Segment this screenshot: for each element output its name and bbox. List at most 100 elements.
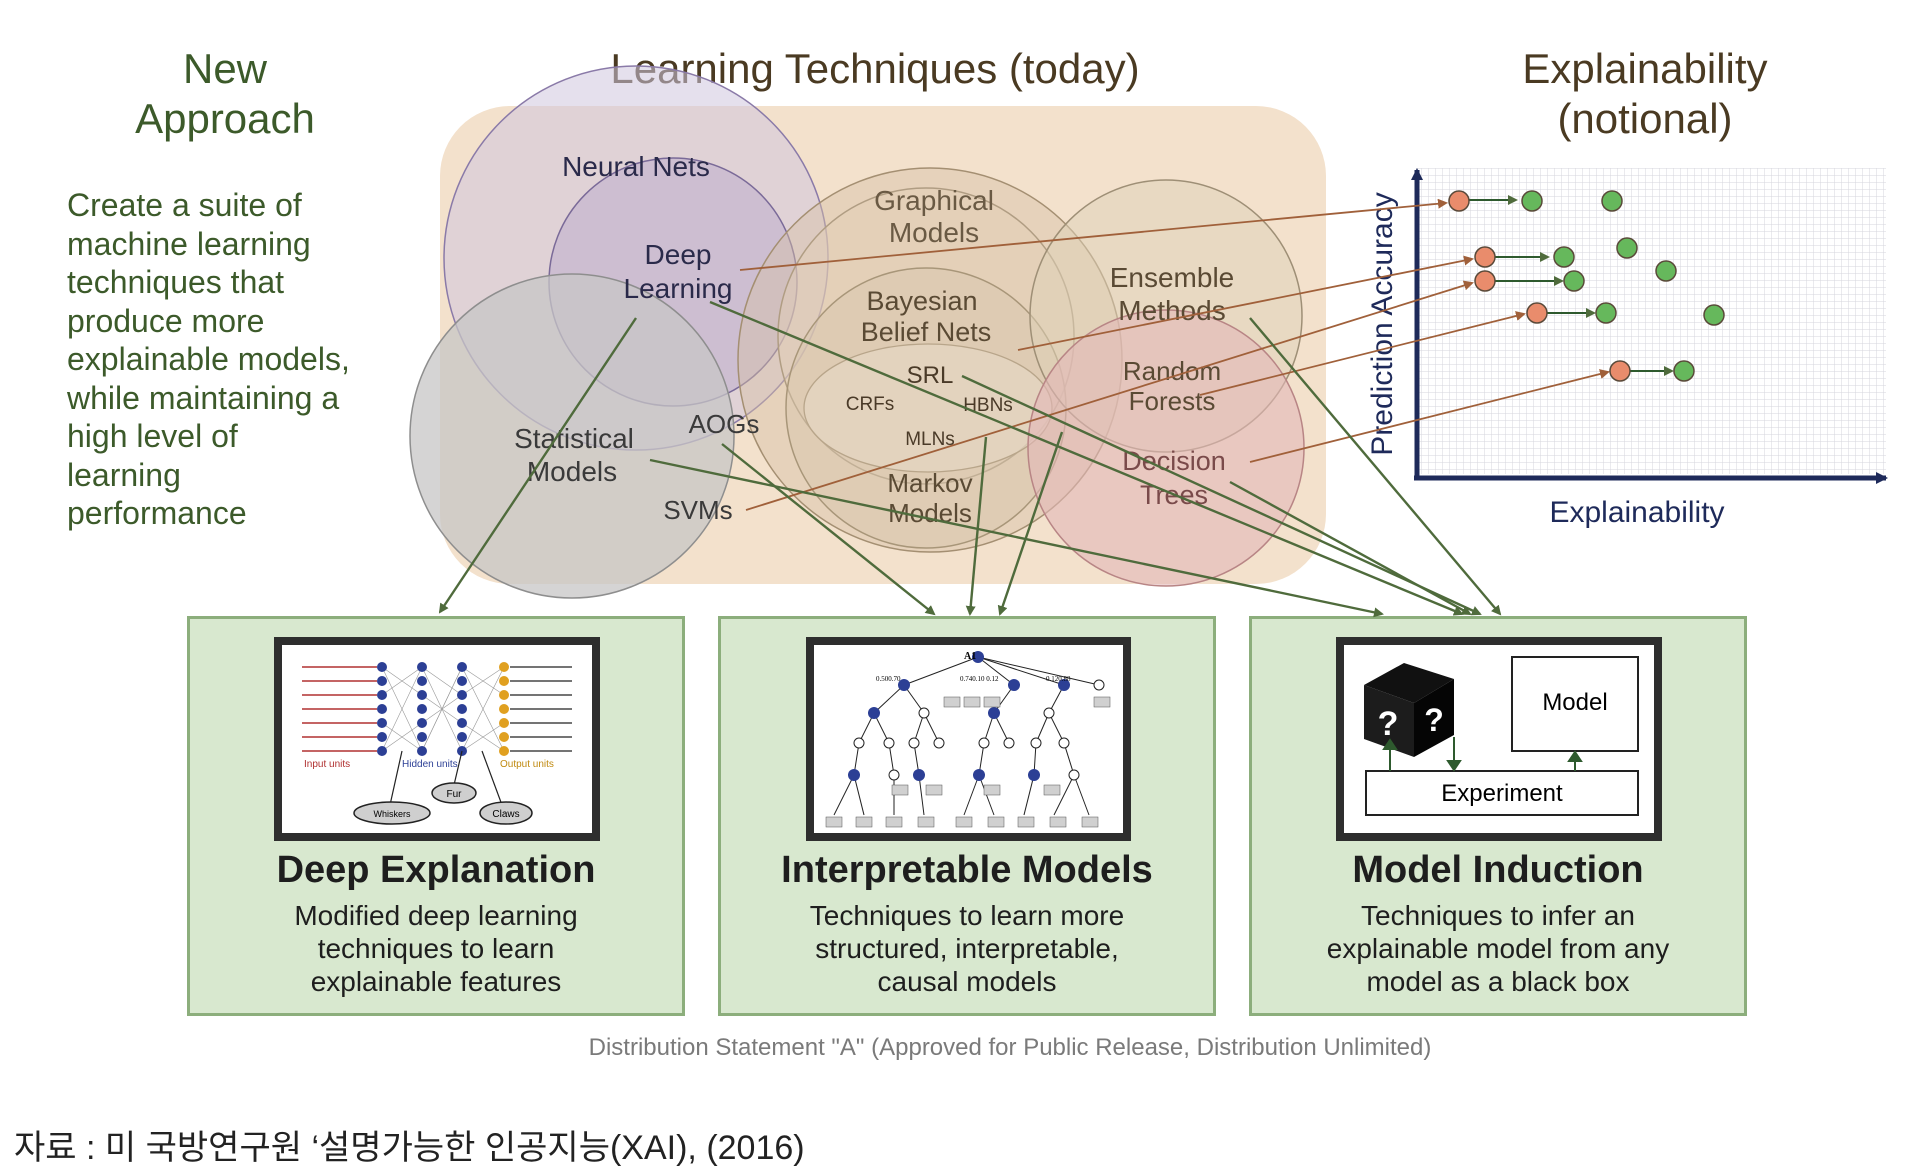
decision-trees-to-induction-arrow bbox=[1229, 480, 1472, 616]
ensemble-to-induction-arrow bbox=[1249, 317, 1502, 616]
plot-point-before bbox=[1448, 190, 1470, 212]
tree-branch-label: 0.740.10 0.12 bbox=[960, 675, 999, 683]
random-forests-label-2: Forests bbox=[1129, 386, 1216, 416]
random-forests-label: Random bbox=[1123, 356, 1221, 386]
explainability-heading: Explainability (notional) bbox=[1470, 44, 1820, 144]
model-induction-description: Techniques to infer an explainable model… bbox=[1326, 900, 1670, 997]
hidden-units-label: Hidden units bbox=[402, 759, 458, 770]
claws-label: Claws bbox=[492, 809, 519, 820]
black-box-right bbox=[1414, 679, 1454, 757]
tree-root-label: A1 bbox=[964, 651, 976, 662]
description-line: techniques that bbox=[67, 264, 285, 300]
aogs-to-interpretable-arrow bbox=[721, 443, 936, 616]
bayesian-to-plot-arrow bbox=[1017, 255, 1474, 351]
x-axis-label: Explainability bbox=[1549, 496, 1724, 529]
explainability-line1: Explainability bbox=[1522, 45, 1768, 92]
black-box-left bbox=[1364, 685, 1414, 757]
description-line: produce more bbox=[67, 302, 265, 339]
y-axis-label: Prediction Accuracy bbox=[1366, 192, 1399, 455]
markov-to-interpretable-arrow bbox=[997, 431, 1064, 616]
model-induction-box: ? ? Model Experiment Model Induction Tec… bbox=[1249, 616, 1747, 1016]
description-line: Create a suite of bbox=[67, 187, 302, 223]
black-box-top bbox=[1364, 663, 1454, 703]
deep-learning-label: Deep bbox=[645, 239, 712, 270]
description-line: high level of bbox=[67, 418, 238, 454]
output-units-label: Output units bbox=[500, 759, 554, 770]
explainability-line2: (notional) bbox=[1557, 95, 1733, 142]
srl-label: SRL bbox=[907, 362, 954, 389]
graphical-models-label: Graphical bbox=[874, 185, 994, 216]
plot-point-after bbox=[1563, 270, 1585, 292]
model-box-label: Model bbox=[1542, 689, 1607, 716]
description-line: while maintaining a bbox=[67, 379, 340, 416]
description-line: performance bbox=[67, 495, 247, 531]
deep-explanation-title: Deep Explanation bbox=[276, 849, 596, 891]
new-approach-line2: Approach bbox=[135, 95, 315, 142]
fur-label: Fur bbox=[447, 789, 463, 800]
hbns-label: HBNs bbox=[963, 395, 1013, 416]
svms-label: SVMs bbox=[663, 495, 732, 525]
statistical-to-induction-arrow bbox=[649, 458, 1384, 618]
to-deep-explanation-arrow bbox=[438, 317, 637, 614]
source-caption: 자료 : 미 국방연구원 ‘설명가능한 인공지능(XAI), (2016) bbox=[14, 1129, 805, 1167]
plot-point-before bbox=[1526, 302, 1548, 324]
neural-network-diagram: Input units Hidden units Output units Fu… bbox=[302, 662, 572, 825]
interpretable-models-box: A1 0.500.70 0.740.10 0.12 0.120.88 Inter… bbox=[718, 616, 1216, 1016]
interpretable-models-title: Interpretable Models bbox=[781, 849, 1153, 891]
black-box-diagram: ? ? Model Experiment bbox=[1364, 656, 1639, 816]
svms-to-plot-arrow bbox=[745, 280, 1474, 511]
question-mark-icon: ? bbox=[1378, 705, 1399, 743]
plot-point-after bbox=[1595, 302, 1617, 324]
description-line: machine learning bbox=[67, 225, 311, 262]
experiment-box-label: Experiment bbox=[1441, 780, 1563, 807]
tree-branch-label: 0.120.88 bbox=[1046, 675, 1071, 683]
approach-description: Create a suite of machine learning techn… bbox=[67, 186, 467, 533]
experiment-box bbox=[1365, 770, 1639, 816]
question-mark-icon: ? bbox=[1424, 702, 1444, 738]
srl-to-induction-arrow bbox=[961, 374, 1482, 616]
deep-explanation-description: Modified deep learning techniques to lea… bbox=[294, 900, 578, 997]
black-box-figure: ? ? Model Experiment bbox=[1336, 637, 1662, 841]
decision-tree-figure: A1 0.500.70 0.740.10 0.12 0.120.88 bbox=[806, 637, 1131, 841]
mlns-to-interpretable-arrow bbox=[965, 436, 988, 616]
ensemble-methods-label-2: Methods bbox=[1118, 295, 1225, 326]
decision-tree-diagram: A1 0.500.70 0.740.10 0.12 0.120.88 bbox=[825, 651, 1111, 828]
bayesian-belief-nets-label-2: Belief Nets bbox=[861, 317, 992, 347]
plot-point-after bbox=[1521, 190, 1543, 212]
random-forests-to-plot-arrow bbox=[1199, 311, 1526, 396]
neural-network-figure: Input units Hidden units Output units Fu… bbox=[274, 637, 600, 841]
whiskers-feature-node bbox=[353, 801, 431, 825]
bayesian-belief-nets-label: Bayesian bbox=[866, 286, 977, 316]
distribution-statement: Distribution Statement "A" (Approved for… bbox=[588, 1034, 1432, 1061]
model-box bbox=[1511, 656, 1639, 752]
plot-point bbox=[1601, 190, 1623, 212]
plot-point bbox=[1703, 304, 1725, 326]
deep-explanation-box: Input units Hidden units Output units Fu… bbox=[187, 616, 685, 1016]
new-approach-line1: New bbox=[182, 45, 268, 92]
deep-learning-label-2: Learning bbox=[624, 273, 733, 304]
plot-point bbox=[1616, 237, 1638, 259]
description-line: learning bbox=[67, 456, 181, 493]
interpretable-models-description: Techniques to learn more structured, int… bbox=[809, 900, 1125, 997]
plot-grid bbox=[1416, 168, 1886, 474]
graphical-models-label-2: Models bbox=[889, 217, 979, 248]
markov-models-label: Markov bbox=[887, 468, 972, 498]
plot-point-after bbox=[1553, 246, 1575, 268]
plot-point bbox=[1655, 260, 1677, 282]
neural-nets-label: Neural Nets bbox=[562, 151, 710, 182]
deep-learning-to-plot-arrow bbox=[739, 198, 1448, 271]
ensemble-methods-label: Ensemble bbox=[1110, 262, 1235, 293]
description-line: explainable models, bbox=[67, 341, 350, 377]
decision-trees-to-plot-arrow bbox=[1249, 369, 1610, 463]
decision-trees-label: Decision bbox=[1122, 446, 1226, 476]
crfs-label: CRFs bbox=[846, 394, 895, 415]
plot-point-before bbox=[1474, 246, 1496, 268]
statistical-models-label: Statistical bbox=[514, 423, 634, 454]
tree-branch-label: 0.500.70 bbox=[876, 675, 901, 683]
new-approach-heading: New Approach bbox=[70, 44, 380, 144]
whiskers-label: Whiskers bbox=[373, 809, 411, 819]
plot-point-after bbox=[1673, 360, 1695, 382]
model-induction-title: Model Induction bbox=[1352, 849, 1644, 891]
aogs-label: AOGs bbox=[689, 409, 760, 439]
